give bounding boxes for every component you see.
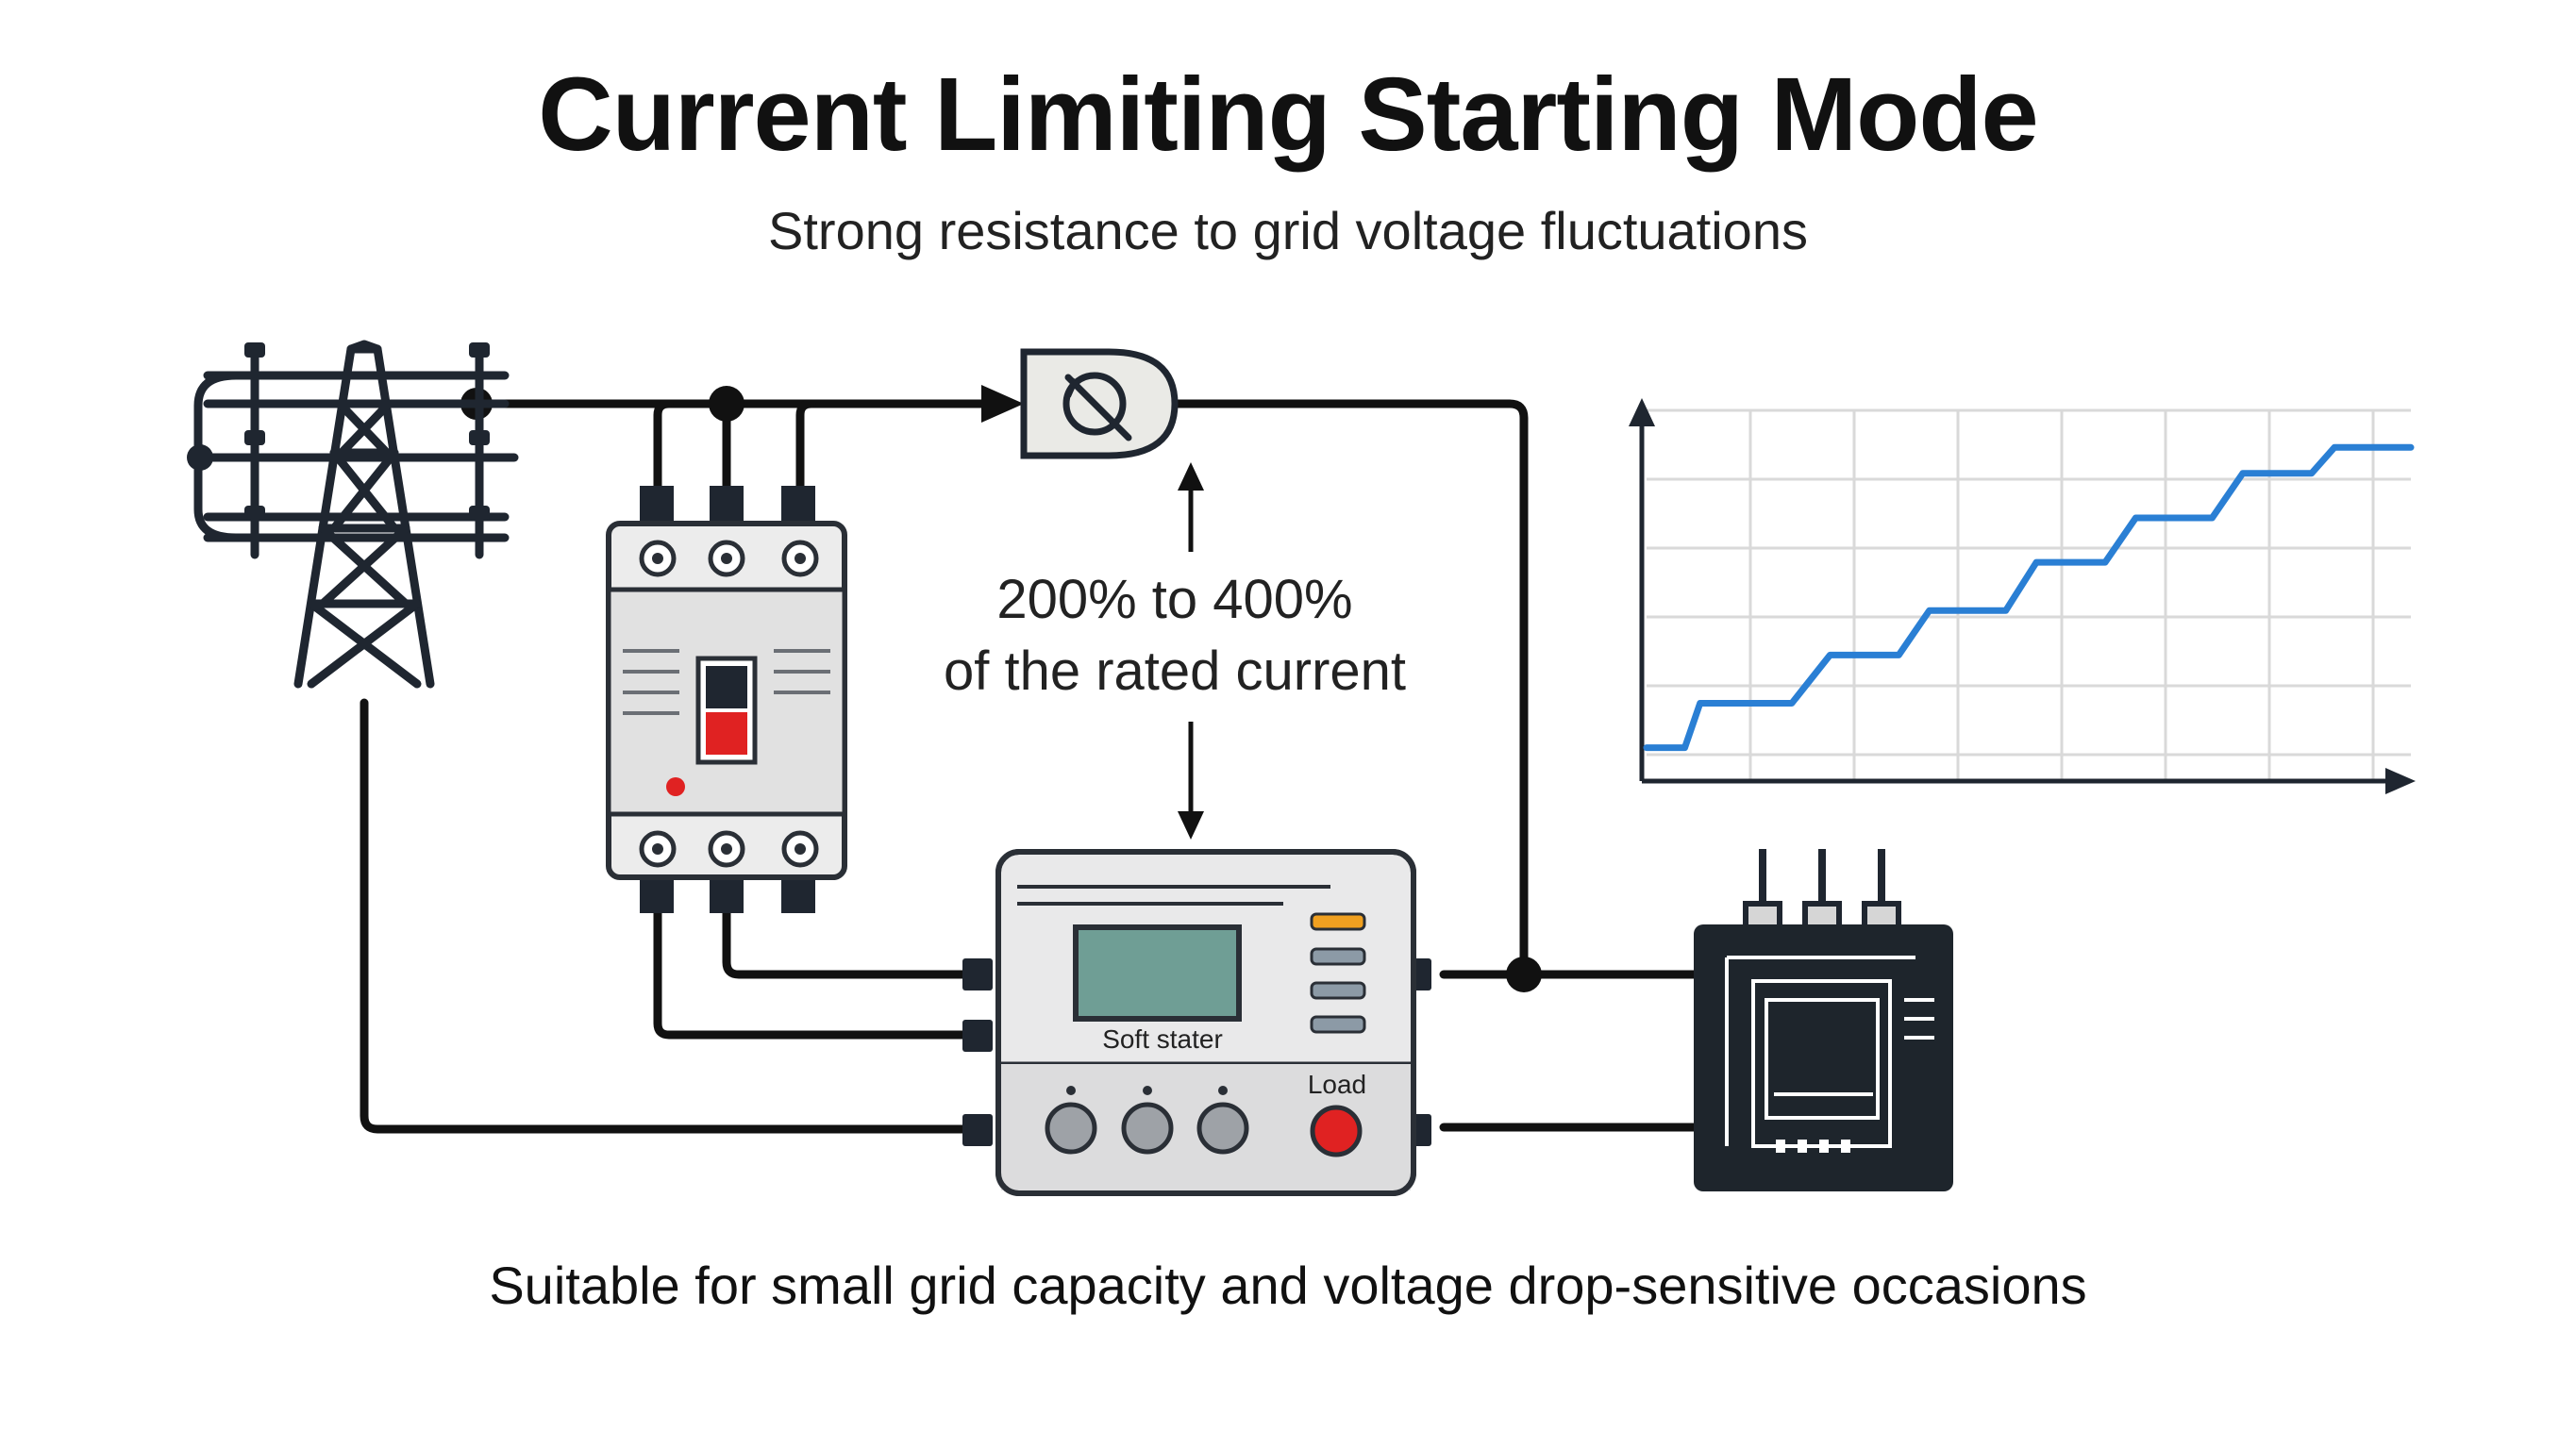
sensor-output-wire: [1170, 399, 1529, 979]
chart-axes: [1629, 398, 2416, 794]
soft-starter-buttons: [1045, 1102, 1363, 1157]
current-ramp-chart: [1629, 398, 2416, 794]
breaker-output-wire-2: [653, 908, 972, 1040]
footer-caption: Suitable for small grid capacity and vol…: [489, 1256, 2087, 1315]
motor-load-icon: [1694, 849, 1953, 1191]
soft-starter-label: Soft stater: [1102, 1024, 1223, 1054]
power-tower-icon: [193, 340, 519, 689]
current-range-line-2: of the rated current: [943, 641, 1407, 702]
current-range-arrows: [1178, 462, 1204, 840]
bus-junction-dot: [709, 386, 744, 422]
page-title: Current Limiting Starting Mode: [538, 57, 2038, 173]
x-axis-arrow-icon: [2385, 768, 2416, 794]
current-range-line-1: 200% to 400%: [996, 569, 1353, 630]
knob-2-button[interactable]: [1121, 1102, 1174, 1155]
circuit-breaker-icon: [606, 486, 847, 913]
breaker-lead-1: [653, 399, 674, 509]
wiring: [360, 399, 1703, 1134]
load-button-label: Load: [1307, 1070, 1367, 1099]
current-range-label: 200% to 400% of the rated current: [887, 564, 1463, 707]
breaker-lead-3: [795, 399, 816, 509]
page-subtitle: Strong resistance to grid voltage fluctu…: [768, 201, 1808, 260]
knob-1-button[interactable]: [1045, 1102, 1097, 1155]
chart-grid: [1647, 408, 2411, 781]
tower-return-wire: [360, 698, 972, 1134]
tower-insulators: [187, 342, 490, 521]
chart-series-line: [1643, 443, 2415, 752]
current-sensor-icon: [1020, 348, 1179, 459]
load-button[interactable]: [1310, 1105, 1363, 1157]
soft-starter-icon: [962, 849, 1431, 1196]
output-junction-dot: [1506, 957, 1542, 992]
y-axis-arrow-icon: [1629, 398, 1655, 426]
breaker-output-wire-1: [722, 908, 972, 979]
knob-3-button[interactable]: [1196, 1102, 1249, 1155]
bus-arrow-icon: [981, 385, 1024, 423]
